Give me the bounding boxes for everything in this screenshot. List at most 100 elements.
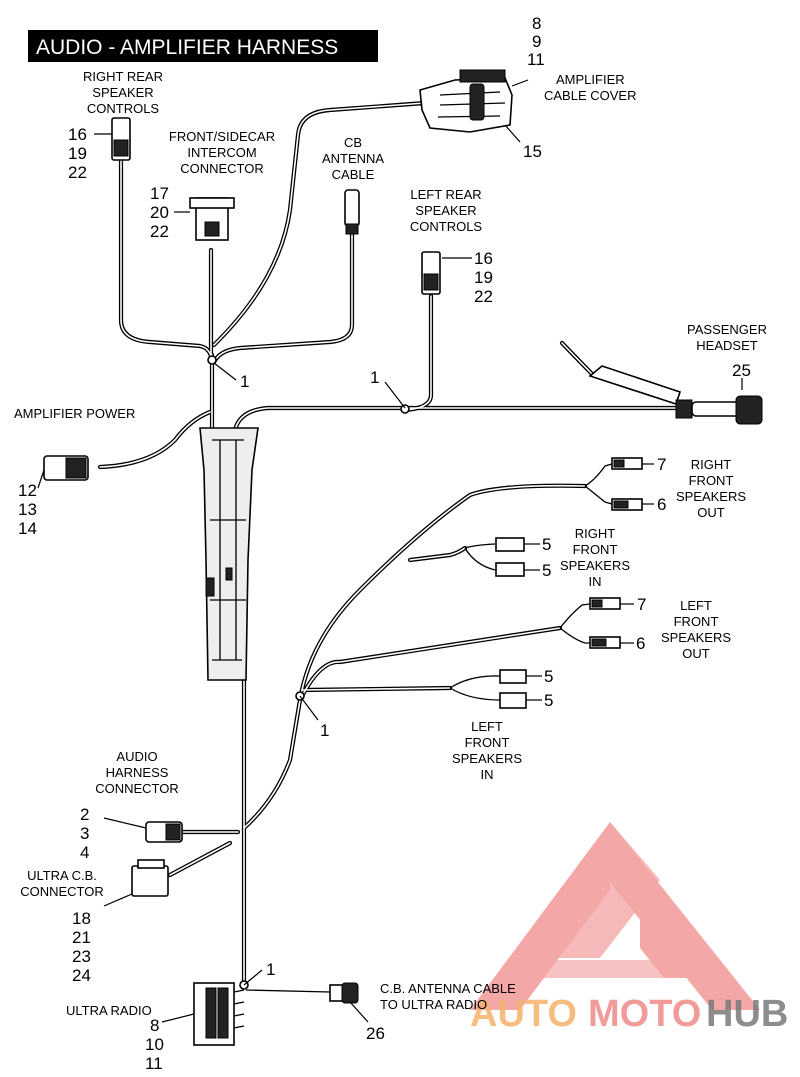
callout-audio-b: 3 bbox=[80, 824, 89, 843]
callout-lf-in-5b: 5 bbox=[544, 691, 553, 710]
callout-clip-radio: 1 bbox=[266, 960, 275, 979]
callout-ultra-radio-a: 8 bbox=[150, 1016, 159, 1035]
label-lf-out-4: OUT bbox=[682, 646, 710, 661]
label-audio-2: HARNESS bbox=[106, 765, 169, 780]
wire-core-2 bbox=[213, 234, 353, 363]
wire-core-12 bbox=[299, 627, 561, 701]
callout-lf-in-5a: 5 bbox=[544, 667, 553, 686]
label-amp-power: AMPLIFIER POWER bbox=[14, 406, 135, 421]
callout-right-rear-b: 19 bbox=[68, 144, 87, 163]
callout-rf-out-7: 7 bbox=[657, 455, 666, 474]
leader-lines bbox=[37, 79, 743, 1023]
callout-intercom-a: 17 bbox=[150, 184, 169, 203]
amplifier-power-connector bbox=[43, 455, 89, 481]
callout-rf-in-5b: 5 bbox=[542, 561, 551, 580]
label-intercom-2: INTERCOM bbox=[187, 145, 256, 160]
branch-leads bbox=[245, 463, 613, 993]
left-front-in-connectors bbox=[499, 669, 527, 709]
wire-core-9 bbox=[99, 411, 211, 468]
intercom-connector bbox=[189, 197, 235, 241]
label-headset-2: HEADSET bbox=[696, 338, 757, 353]
callout-ultra-cb-b: 21 bbox=[72, 928, 91, 947]
label-ultra-cb-2: CONNECTOR bbox=[20, 884, 104, 899]
label-audio-1: AUDIO bbox=[116, 749, 157, 764]
passenger-headset bbox=[588, 365, 763, 425]
left-rear-speaker-connector bbox=[421, 251, 441, 295]
label-antenna-radio-2: TO ULTRA RADIO bbox=[380, 997, 487, 1012]
right-front-out-connectors bbox=[611, 457, 643, 511]
label-rf-in-3: SPEAKERS bbox=[560, 558, 630, 573]
right-rear-speaker-connector bbox=[111, 117, 131, 161]
callout-audio-c: 4 bbox=[80, 843, 89, 862]
callout-audio-a: 2 bbox=[80, 805, 89, 824]
wire-core-5 bbox=[404, 295, 432, 411]
callout-numbers: 8 9 11 15 16 19 22 17 20 22 16 19 22 1 1… bbox=[18, 14, 751, 1073]
callout-clip-front: 1 bbox=[320, 721, 329, 740]
label-rf-out-2: FRONT bbox=[689, 473, 734, 488]
label-audio-3: CONNECTOR bbox=[95, 781, 179, 796]
watermark-logo bbox=[470, 822, 760, 1010]
watermark-text-moto: MOTO bbox=[588, 993, 701, 1035]
wire-core-3 bbox=[213, 102, 426, 346]
wire-core-14 bbox=[409, 547, 466, 561]
label-ultra-cb-1: ULTRA C.B. bbox=[27, 868, 97, 883]
right-front-in-connectors bbox=[495, 537, 525, 577]
ultra-cb-connector bbox=[131, 859, 169, 897]
callout-ultra-radio-c: 11 bbox=[145, 1054, 163, 1073]
label-right-rear-1: RIGHT REAR bbox=[83, 69, 163, 84]
label-intercom-1: FRONT/SIDECAR bbox=[169, 129, 275, 144]
left-front-out-connectors bbox=[589, 597, 621, 649]
label-cb-3: CABLE bbox=[332, 167, 375, 182]
label-lf-out-1: LEFT bbox=[680, 598, 712, 613]
page-title: AUDIO - AMPLIFIER HARNESS bbox=[36, 36, 338, 59]
callout-clip-upper-left: 1 bbox=[240, 372, 249, 391]
label-intercom-3: CONNECTOR bbox=[180, 161, 264, 176]
audio-harness-connector bbox=[145, 821, 183, 843]
label-lf-in-1: LEFT bbox=[471, 719, 503, 734]
label-amp-cover-2: CABLE COVER bbox=[544, 88, 636, 103]
amplifier-cable-cover bbox=[419, 69, 513, 133]
watermark-text-auto: AUTO bbox=[470, 993, 577, 1035]
callout-antenna-cable: 26 bbox=[366, 1024, 385, 1043]
ultra-radio-connectors bbox=[193, 982, 245, 1046]
cb-antenna-cable-end bbox=[344, 189, 360, 235]
label-cb-2: ANTENNA bbox=[322, 151, 384, 166]
wire-segment-2 bbox=[211, 232, 355, 365]
label-right-rear-2: SPEAKER bbox=[92, 85, 153, 100]
label-left-rear-1: LEFT REAR bbox=[410, 187, 481, 202]
callout-amp-cover-a: 8 bbox=[532, 14, 541, 33]
label-rf-out-4: OUT bbox=[697, 505, 725, 520]
callout-ultra-cb-d: 24 bbox=[72, 966, 91, 985]
wire-segment-5 bbox=[402, 293, 434, 413]
label-rf-in-4: IN bbox=[589, 574, 602, 589]
callout-amp-power-c: 14 bbox=[18, 519, 37, 538]
callout-lf-out-6: 6 bbox=[636, 634, 645, 653]
callout-left-rear-a: 16 bbox=[474, 249, 493, 268]
label-left-rear-3: CONTROLS bbox=[410, 219, 483, 234]
callout-intercom-c: 22 bbox=[150, 222, 169, 241]
label-lf-out-3: SPEAKERS bbox=[661, 630, 731, 645]
watermark-text-hub: HUB bbox=[706, 993, 788, 1035]
harness-bracket bbox=[199, 427, 259, 681]
radio-antenna-connector bbox=[329, 982, 359, 1004]
harness-wires bbox=[97, 100, 683, 988]
callout-lf-out-7: 7 bbox=[637, 595, 646, 614]
wire-segment-11 bbox=[241, 483, 588, 831]
text-labels: RIGHT REAR SPEAKER CONTROLS FRONT/SIDECA… bbox=[14, 69, 767, 1018]
callout-left-rear-b: 19 bbox=[474, 268, 493, 287]
label-amp-cover-1: AMPLIFIER bbox=[556, 72, 625, 87]
label-rf-in-2: FRONT bbox=[573, 542, 618, 557]
callout-amp-power-b: 13 bbox=[18, 500, 37, 519]
wire-core-11 bbox=[243, 484, 586, 829]
wire-core-7 bbox=[234, 407, 269, 431]
callout-ultra-radio-b: 10 bbox=[145, 1035, 164, 1054]
callout-intercom-b: 20 bbox=[150, 203, 169, 222]
callout-headset: 25 bbox=[732, 361, 751, 380]
callout-ultra-cb-c: 23 bbox=[72, 947, 91, 966]
label-rf-out-3: SPEAKERS bbox=[676, 489, 746, 504]
wire-core-0 bbox=[120, 159, 213, 361]
title-bar bbox=[28, 30, 378, 62]
label-right-rear-3: CONTROLS bbox=[87, 101, 160, 116]
